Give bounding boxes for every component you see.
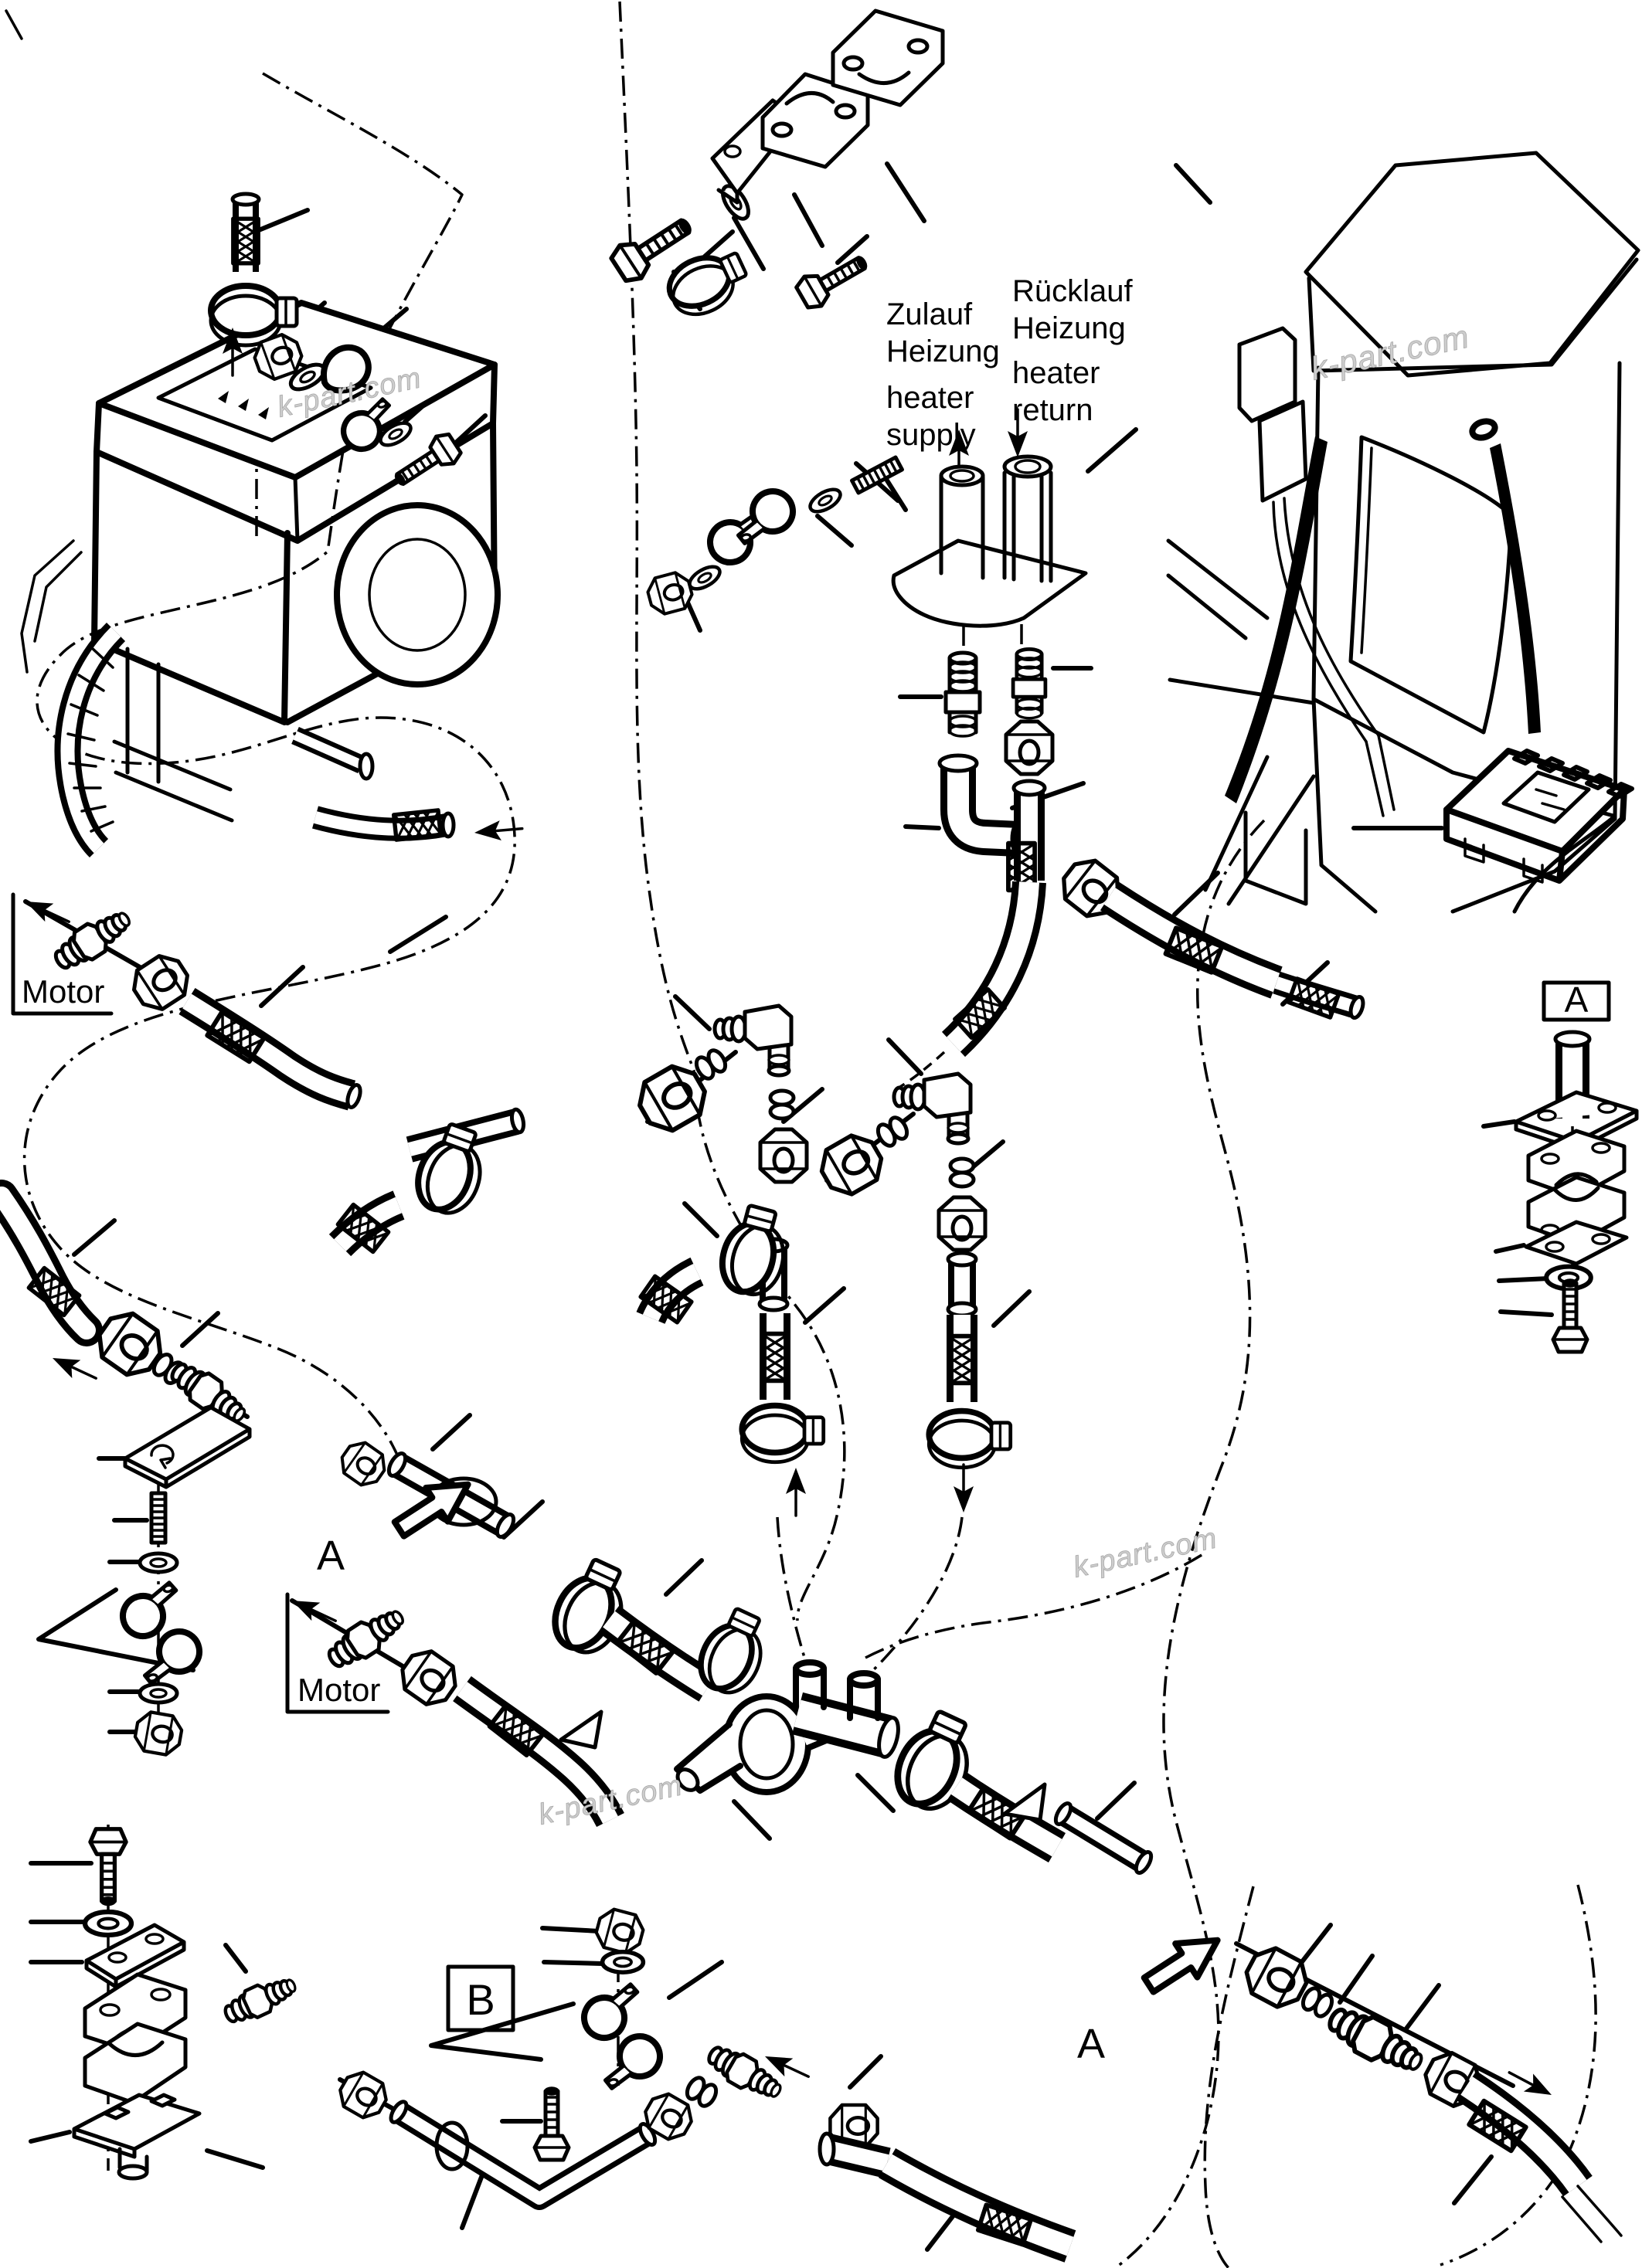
- valve-and-tee: [674, 1603, 1154, 1875]
- heater-label-plate: [156, 347, 373, 443]
- marker-a-mid: A: [317, 1533, 345, 1579]
- clamp-block-lower: [760, 72, 870, 169]
- watermark: k-part.com: [1070, 1522, 1220, 1584]
- vertical-hose-columns: [636, 1202, 1011, 1516]
- control-display: [1501, 770, 1591, 824]
- motor-callout-lower: Motor: [285, 1591, 624, 1828]
- label-heizung-supply: Heizung: [886, 334, 1000, 368]
- label-zulauf: Zulauf: [886, 297, 973, 331]
- detail-a-assembly: A: [1514, 980, 1639, 1352]
- motor-lower-label: Motor: [297, 1672, 380, 1708]
- mount-plate: [123, 1405, 252, 1489]
- flow-arrow-down-left: [49, 1349, 100, 1387]
- supply-return-labels: Zulauf Heizung heater supply Rücklauf He…: [886, 274, 1134, 477]
- heater-wiring: [20, 539, 83, 674]
- return-port: [1002, 454, 1053, 583]
- bottom-left-clamp-stack: [72, 1829, 301, 2181]
- lower-left-hose-chain: A: [0, 1180, 717, 1750]
- cab-port-oval: [1469, 418, 1498, 441]
- cab-roof: [1304, 151, 1640, 378]
- grommet-ring: [434, 2120, 470, 2171]
- heater-mount-fasteners: [250, 331, 464, 494]
- flow-arrow-down: [954, 1465, 974, 1513]
- leader-swoosh-right: [1490, 443, 1541, 734]
- leader-swoosh-left: [1225, 436, 1328, 803]
- pipe-clamp-assembly-top: [608, 8, 945, 286]
- motor-upper-label: Motor: [22, 973, 104, 1010]
- label-heizung-return: Heizung: [1012, 311, 1126, 345]
- detail-a-pointer-arrow: [1138, 1923, 1229, 2001]
- clamp-block-upper: [831, 8, 945, 107]
- flow-arrow-up: [786, 1468, 806, 1516]
- bottom-right-hose-chain: A: [1077, 1923, 1623, 2243]
- saddle-clamp: [320, 344, 372, 394]
- cab-heater-install: [1237, 326, 1396, 817]
- return-hose-vertical: [941, 779, 1047, 1058]
- open-arrowhead: [559, 1709, 603, 1750]
- detail-b-frame: [446, 1964, 515, 2032]
- p-clamp-cluster: [645, 457, 903, 616]
- left-mount-stack: [117, 1405, 252, 1757]
- leader-lines: [23, 161, 1616, 2252]
- heater-unit: [20, 300, 501, 858]
- motor-callout-upper: Motor: [11, 892, 362, 1111]
- supply-hose-right: [1054, 852, 1365, 1020]
- control-buttons: [1512, 749, 1634, 799]
- detail-a-letter: A: [1565, 980, 1589, 1020]
- label-heater-return-1: heater: [1012, 356, 1100, 390]
- heater-port-bracket: [891, 454, 1088, 628]
- nipple-fitting: [1011, 647, 1048, 720]
- cab-window: [1348, 435, 1514, 735]
- nipple-fitting: [943, 650, 982, 738]
- supply-port: [939, 464, 985, 580]
- mid-pipe-and-clamp: [328, 1107, 526, 1257]
- heater-logo-marks: [218, 391, 269, 419]
- bottom-middle-pipe: [334, 2039, 1076, 2263]
- heater-control-unit: [1443, 748, 1634, 884]
- check-valve-funnel: [674, 1693, 811, 1795]
- label-ruecklauf: Rücklauf: [1012, 274, 1134, 308]
- hose-to-heater: [312, 806, 523, 843]
- cab-frame: [1166, 538, 1316, 906]
- marker-a-right: A: [1077, 2021, 1105, 2067]
- detail-a-frame: [1542, 980, 1611, 1022]
- detail-b-assembly: B: [446, 1906, 665, 2160]
- port-fittings-chain: [937, 647, 1365, 1058]
- label-heater-supply-1: heater: [886, 381, 974, 415]
- heater-top-hose: [211, 192, 297, 375]
- heat-exchanger-drum: [334, 502, 501, 688]
- detail-b-letter: B: [466, 1975, 495, 2024]
- heater-bracket: [112, 647, 234, 823]
- open-arrowhead: [1002, 1782, 1047, 1822]
- vehicle-cab: [1166, 151, 1640, 914]
- heater-corrugated-hose: [54, 622, 126, 858]
- clamp-and-bolt-row: [661, 243, 873, 324]
- label-heater-return-2: return: [1012, 393, 1093, 427]
